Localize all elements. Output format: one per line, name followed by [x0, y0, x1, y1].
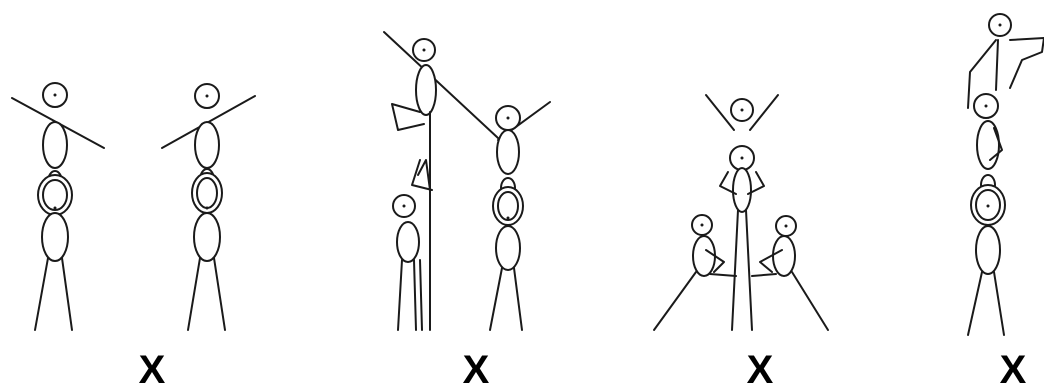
position-mark-1: X — [132, 350, 172, 390]
position-mark-2: X — [456, 350, 496, 390]
standing-figure-left — [12, 83, 104, 330]
figure-group-3 — [654, 95, 828, 330]
spotter-figure — [490, 102, 550, 330]
standing-figure-right — [162, 84, 255, 330]
stack-base-figure — [968, 185, 1005, 335]
figure-group-1 — [12, 83, 255, 330]
stack-flyer — [968, 14, 1044, 108]
position-mark-3: X — [740, 350, 780, 390]
figure-group-4 — [968, 14, 1044, 335]
base-figure — [393, 160, 432, 330]
kneeling-base-left — [654, 215, 736, 330]
pyramid-flyer — [706, 95, 778, 330]
position-mark-4: X — [993, 350, 1033, 390]
kneeling-base-right — [752, 216, 828, 330]
stack-middle-figure — [974, 94, 1002, 195]
figure-group-2 — [384, 32, 550, 330]
